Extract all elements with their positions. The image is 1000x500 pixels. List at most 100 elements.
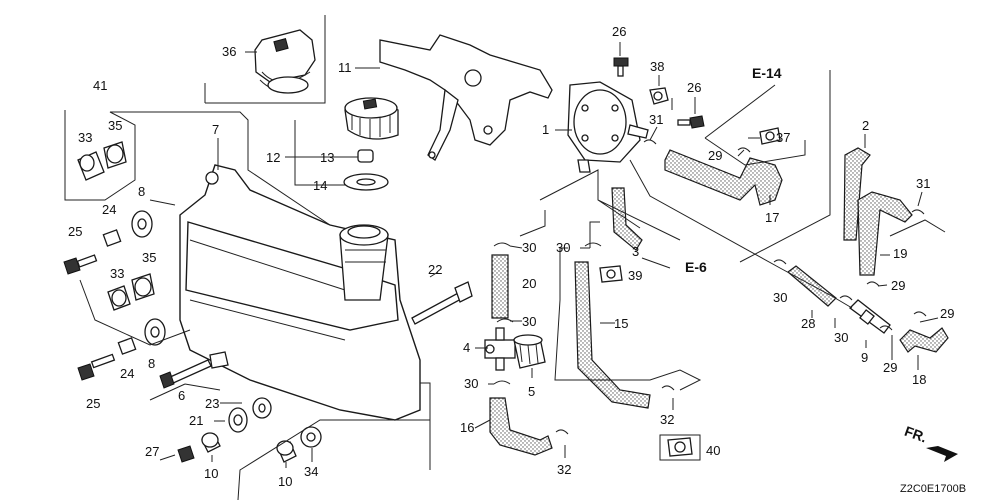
- ref-e6: E-6: [685, 259, 707, 275]
- clip-39: [599, 265, 623, 283]
- callout-9: 9: [861, 350, 868, 365]
- callout-7: 7: [212, 122, 219, 137]
- callout-28: 28: [801, 316, 815, 331]
- callout-8: 8: [138, 184, 145, 199]
- callout-21: 21: [189, 413, 203, 428]
- callout-34: 34: [304, 464, 318, 479]
- callout-37: 37: [776, 130, 790, 145]
- callout-22: 22: [428, 262, 442, 277]
- callout-12: 12: [266, 150, 280, 165]
- grommet-33-mid: [107, 285, 131, 311]
- callout-10: 10: [278, 474, 292, 489]
- callout-40: 40: [706, 443, 720, 458]
- fuel-valve: [484, 327, 516, 371]
- callout-10: 10: [204, 466, 218, 481]
- diagram-code: Z2C0E1700B: [900, 483, 966, 495]
- ref-e14: E-14: [752, 65, 782, 81]
- callout-29: 29: [883, 360, 897, 375]
- callout-29: 29: [708, 148, 722, 163]
- callout-41: 41: [93, 78, 107, 93]
- callout-30: 30: [522, 240, 536, 255]
- grommet-8-mid: [144, 318, 166, 346]
- callout-29: 29: [940, 306, 954, 321]
- callout-27: 27: [145, 444, 159, 459]
- callout-31: 31: [916, 176, 930, 191]
- bolt-26-top: [613, 57, 629, 77]
- callout-25: 25: [86, 396, 100, 411]
- callout-24: 24: [102, 202, 116, 217]
- fuel-cap-assembly: [254, 29, 316, 94]
- joint-9: [849, 299, 891, 334]
- callout-32: 32: [660, 412, 674, 427]
- callout-19: 19: [893, 246, 907, 261]
- hose-20: [491, 254, 509, 319]
- callout-38: 38: [650, 59, 664, 74]
- callout-35: 35: [142, 250, 156, 265]
- callout-17: 17: [765, 210, 779, 225]
- callout-30: 30: [834, 330, 848, 345]
- callout-13: 13: [320, 150, 334, 165]
- direction-arrow: [926, 446, 958, 462]
- collar-24-mid: [117, 337, 137, 355]
- hose-3: [611, 187, 643, 251]
- callout-4: 4: [463, 340, 470, 355]
- callout-30: 30: [556, 240, 570, 255]
- bolt-22: [411, 281, 473, 325]
- callout-6: 6: [178, 388, 185, 403]
- grommet-33-top: [77, 151, 105, 181]
- fuel-tank: [179, 164, 421, 421]
- callout-8: 8: [148, 356, 155, 371]
- callout-25: 25: [68, 224, 82, 239]
- collar-10-upper: [201, 432, 221, 453]
- fuel-strainer: [513, 334, 546, 369]
- callout-30: 30: [522, 314, 536, 329]
- clip-38: [649, 87, 669, 105]
- callout-32: 32: [557, 462, 571, 477]
- callout-35: 35: [108, 118, 122, 133]
- callout-20: 20: [522, 276, 536, 291]
- direction-label: FR.: [902, 423, 929, 446]
- tank-cap: [343, 97, 399, 191]
- callout-33: 33: [78, 130, 92, 145]
- callout-15: 15: [614, 316, 628, 331]
- hose-16: [489, 397, 553, 456]
- collar-35-mid: [131, 273, 155, 301]
- callout-1: 1: [542, 122, 549, 137]
- grommet-21: [228, 407, 248, 433]
- fuel-pump: [567, 81, 649, 173]
- callout-29: 29: [891, 278, 905, 293]
- callout-30: 30: [773, 290, 787, 305]
- collar-24-top: [102, 229, 122, 247]
- clip-37: [759, 127, 781, 145]
- callout-39: 39: [628, 268, 642, 283]
- callout-14: 14: [313, 178, 327, 193]
- callout-18: 18: [912, 372, 926, 387]
- callout-36: 36: [222, 44, 236, 59]
- bolt-25-mid: [77, 353, 116, 381]
- hose-15: [574, 261, 651, 409]
- callout-30: 30: [464, 376, 478, 391]
- callout-31: 31: [649, 112, 663, 127]
- leader-lines: [64, 15, 946, 500]
- callout-5: 5: [528, 384, 535, 399]
- clip-40: [667, 437, 693, 457]
- callout-26: 26: [687, 80, 701, 95]
- hose-18: [899, 327, 949, 353]
- washer-23: [252, 397, 272, 419]
- hose-19: [857, 191, 913, 276]
- callout-3: 3: [632, 244, 639, 259]
- hose-17: [664, 149, 783, 206]
- callout-26: 26: [612, 24, 626, 39]
- callout-labels: 36 11 26 38 26 1 31 37 29 17 2 31 19 29 …: [68, 24, 966, 495]
- collar-10-lower: [276, 440, 297, 463]
- bolt-25-top: [63, 254, 98, 275]
- grommet-34: [300, 426, 322, 448]
- collar-35-top: [103, 141, 127, 169]
- callout-2: 2: [862, 118, 869, 133]
- callout-16: 16: [460, 420, 474, 435]
- grommet-8-top: [131, 210, 153, 238]
- callout-23: 23: [205, 396, 219, 411]
- hose-2: [843, 147, 871, 241]
